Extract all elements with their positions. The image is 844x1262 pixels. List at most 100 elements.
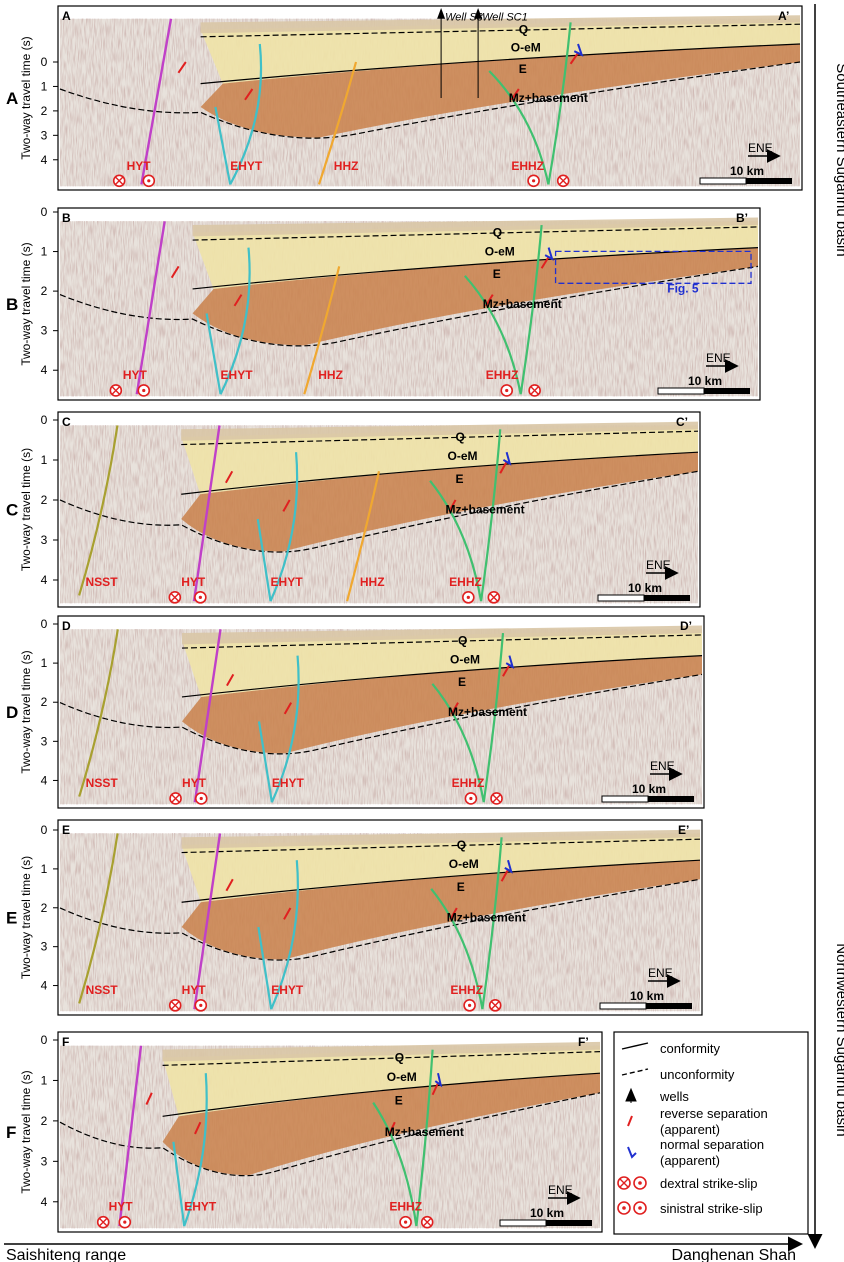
fault-label-hyt: HYT: [127, 159, 152, 173]
unit-label-e: E: [456, 472, 464, 486]
fault-hyt: [140, 18, 173, 185]
fault-label-ehyt: EHYT: [221, 368, 254, 382]
fault-label-hyt: HYT: [181, 575, 206, 589]
reverse-separation-arrow: [226, 673, 235, 687]
fault-ehyt: [205, 247, 251, 395]
profile-end-label: C’: [676, 415, 688, 429]
scale-bar-white: [499, 1219, 547, 1227]
reverse-separation-arrow: [170, 265, 180, 279]
profile-end-label: A’: [778, 9, 789, 23]
legend-conformity-symbol: [621, 1042, 649, 1050]
fault-label-hyt: HYT: [109, 1199, 134, 1213]
y-tick-label: 0: [41, 823, 48, 837]
legend-label-dextral: dextral strike-slip: [660, 1176, 758, 1191]
y-tick-label: 1: [41, 1073, 48, 1087]
legend-normal-arrow: [627, 1146, 637, 1159]
well-label: Well SC1: [482, 12, 528, 24]
normal-separation-arrow: [504, 859, 513, 874]
scale-bar-white: [657, 387, 705, 395]
legend-label-reverse: (apparent): [660, 1122, 720, 1137]
unconformity-line: [59, 470, 699, 553]
reverse-separation-arrow: [502, 664, 511, 677]
legend-label-conformity: conformity: [660, 1041, 720, 1056]
unit-label-mz-basement: Mz+basement: [446, 503, 525, 517]
fault-label-nsst: NSST: [86, 776, 119, 790]
profile-end-label: E’: [678, 823, 689, 837]
reverse-separation-arrow: [450, 702, 459, 715]
cross-mark: [99, 1218, 108, 1227]
dot-mark: [505, 388, 509, 393]
normal-separation-arrow: [573, 43, 584, 57]
conformity-line: [181, 655, 703, 698]
reverse-separation-arrow: [283, 907, 292, 920]
unit-label-e: E: [395, 1094, 403, 1108]
y-tick-label: 1: [41, 862, 48, 876]
fault-hyt: [193, 629, 222, 803]
direction-label: ENE: [748, 141, 773, 155]
legend-reverse-arrow: [627, 1115, 633, 1127]
dot-mark: [532, 179, 536, 183]
fault-label-nsst: NSST: [86, 575, 119, 589]
scale-bar-label: 10 km: [688, 374, 722, 388]
cross-mark: [559, 176, 568, 185]
profile-start-label: C: [62, 415, 71, 429]
fault-label-ehhz: EHHZ: [452, 776, 485, 790]
fault-label-ehhz: EHHZ: [450, 983, 483, 997]
legend-label-normal: (apparent): [660, 1153, 720, 1168]
fault-ehyt: [256, 452, 299, 602]
conformity-line: [192, 247, 759, 290]
fault-label-ehyt: EHYT: [271, 575, 304, 589]
y-tick-label: 2: [41, 695, 48, 709]
unit-e: [181, 452, 699, 552]
direction-label: ENE: [648, 966, 673, 980]
unit-label-mz-basement: Mz+basement: [385, 1125, 464, 1139]
panel-letter: D: [6, 703, 18, 722]
scale-bar-black: [648, 796, 694, 802]
normal-separation-arrow: [434, 1072, 443, 1088]
fault-ehhz: [430, 837, 503, 1010]
y-axis-title: Two-way travel time (s): [19, 242, 33, 365]
fault-ehhz: [372, 1049, 434, 1227]
panel-letter: A: [6, 89, 18, 108]
cross-mark: [170, 593, 179, 602]
unit-label-mz-basement: Mz+basement: [509, 91, 588, 105]
fault-label-ehyt: EHYT: [184, 1199, 217, 1213]
unit-q: [181, 829, 701, 849]
y-tick-label: 3: [41, 128, 48, 142]
profile-start-label: E: [62, 823, 70, 837]
unconformity-line: [59, 1092, 601, 1177]
unit-label-e: E: [457, 880, 465, 894]
fault-ehhz: [488, 22, 572, 185]
reverse-separation-arrow: [283, 702, 292, 715]
unit-label-mz-basement: Mz+basement: [448, 705, 527, 719]
reverse-separation-arrow: [569, 52, 579, 65]
y-tick-label: 1: [41, 656, 48, 670]
conformity-line: [181, 859, 701, 903]
profile-end-label: D’: [680, 619, 692, 633]
legend-dot: [638, 1181, 642, 1185]
fault-hhz: [346, 471, 381, 602]
y-tick-label: 2: [41, 1114, 48, 1128]
y-tick-label: 0: [41, 55, 48, 69]
reverse-separation-arrow: [500, 869, 509, 882]
fault-label-ehyt: EHYT: [271, 983, 304, 997]
y-tick-label: 3: [41, 940, 48, 954]
cross-mark: [489, 593, 498, 602]
y-tick-label: 4: [41, 153, 48, 167]
scale-bar-white: [599, 1002, 647, 1010]
legend-label-sinistral: sinistral strike-slip: [660, 1201, 763, 1216]
unit-label-o-em: O-eM: [485, 244, 515, 258]
unit-q: [200, 15, 801, 34]
fault-ehhz: [431, 632, 505, 803]
scale-bar-black: [704, 388, 750, 394]
profile-start-label: A: [62, 9, 71, 23]
profile-end-label: F’: [578, 1035, 589, 1049]
y-tick-label: 3: [41, 1154, 48, 1168]
y-tick-label: 0: [41, 617, 48, 631]
cross-mark: [492, 794, 501, 803]
